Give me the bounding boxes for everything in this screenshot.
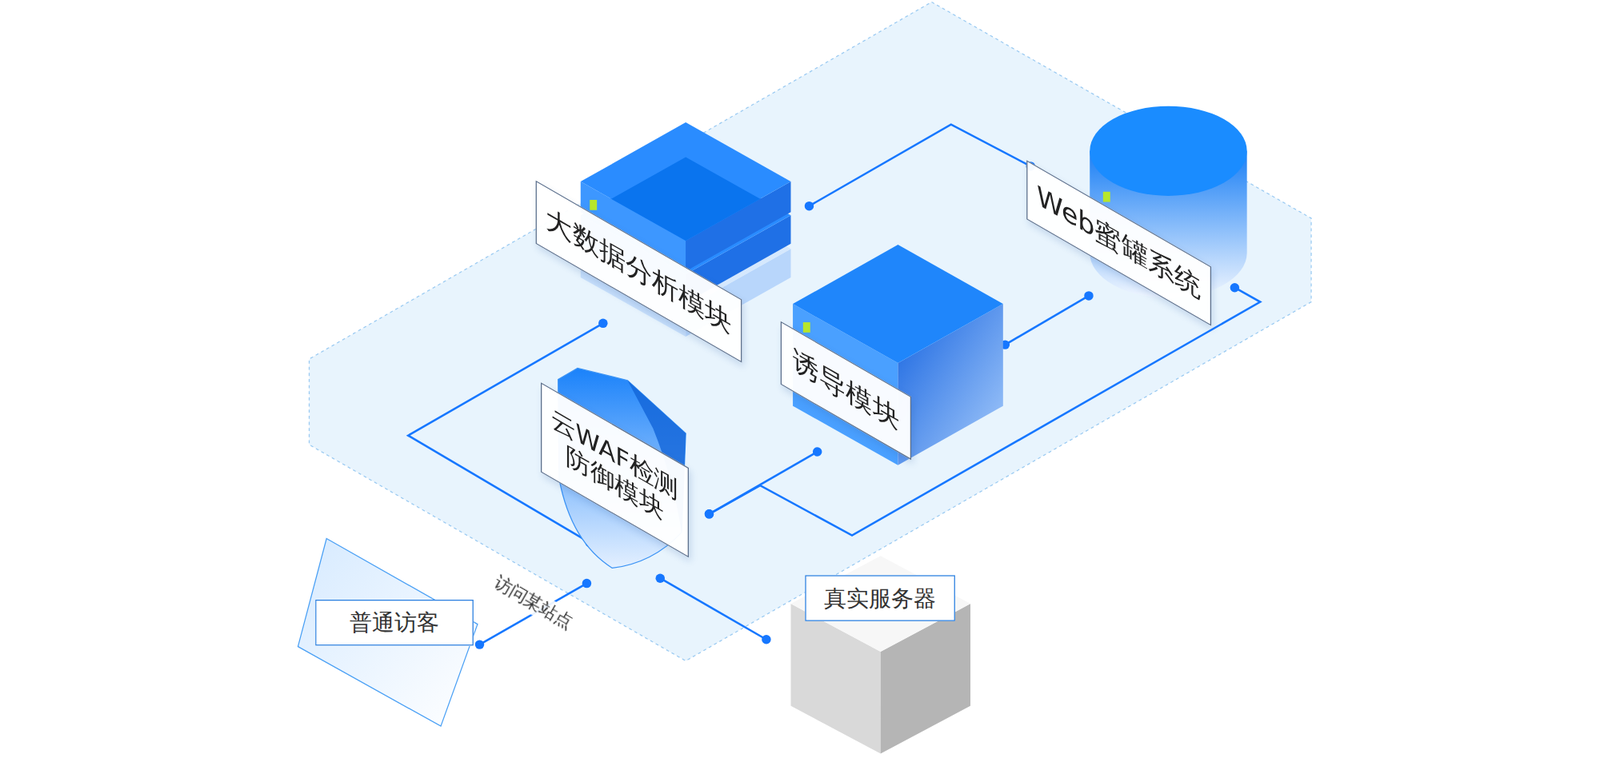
connector-dot xyxy=(761,635,771,644)
node-text: 真实服务器 xyxy=(824,585,936,612)
server-label: 真实服务器 xyxy=(804,575,955,621)
cylinder-top xyxy=(1089,106,1247,196)
connector-line xyxy=(808,124,1031,207)
status-light xyxy=(1103,192,1111,203)
connector-dot xyxy=(656,573,665,583)
process-card: 云WAF检测 防御模块 xyxy=(540,382,689,558)
iso-block xyxy=(791,556,971,754)
block-top-face xyxy=(792,244,1004,364)
connector-dot xyxy=(812,447,822,456)
connector-dot xyxy=(804,201,814,211)
connector-line xyxy=(1004,296,1089,345)
connector-dot xyxy=(582,579,592,588)
process-card: 大数据分析模块 xyxy=(536,180,743,364)
connector-dot xyxy=(475,640,484,649)
connector-line xyxy=(660,578,767,640)
connector-dot xyxy=(704,509,714,519)
block-top-face xyxy=(791,556,971,652)
status-light xyxy=(589,200,597,211)
process-card: Web蜜罐系统 xyxy=(1026,160,1212,326)
block-top-face xyxy=(580,122,792,241)
visitor-label: 普通访客 xyxy=(315,600,474,646)
connectors xyxy=(408,124,1260,650)
connector-dot xyxy=(1084,291,1093,300)
status-light xyxy=(803,322,811,333)
node-text: 普通访客 xyxy=(349,610,440,636)
server-top-inset xyxy=(611,156,760,241)
connector-dot xyxy=(598,319,608,328)
platform-plane xyxy=(308,2,1312,662)
connector-line xyxy=(708,288,1260,536)
node-text: 大数据分析模块 xyxy=(545,203,732,341)
node-text: 诱导模块 xyxy=(792,344,900,437)
platform xyxy=(308,2,1312,662)
visitor-screen xyxy=(297,538,477,727)
process-card: 诱导模块 xyxy=(780,321,912,460)
connector-dot xyxy=(1230,283,1240,292)
illustrations xyxy=(297,106,1247,755)
node-text: Web蜜罐系统 xyxy=(1036,180,1201,306)
edge-label: 访问某站点 xyxy=(486,568,579,636)
server-cube xyxy=(791,556,971,754)
node-text: 云WAF检测 防御模块 xyxy=(541,400,688,541)
connector-dot xyxy=(704,509,714,519)
